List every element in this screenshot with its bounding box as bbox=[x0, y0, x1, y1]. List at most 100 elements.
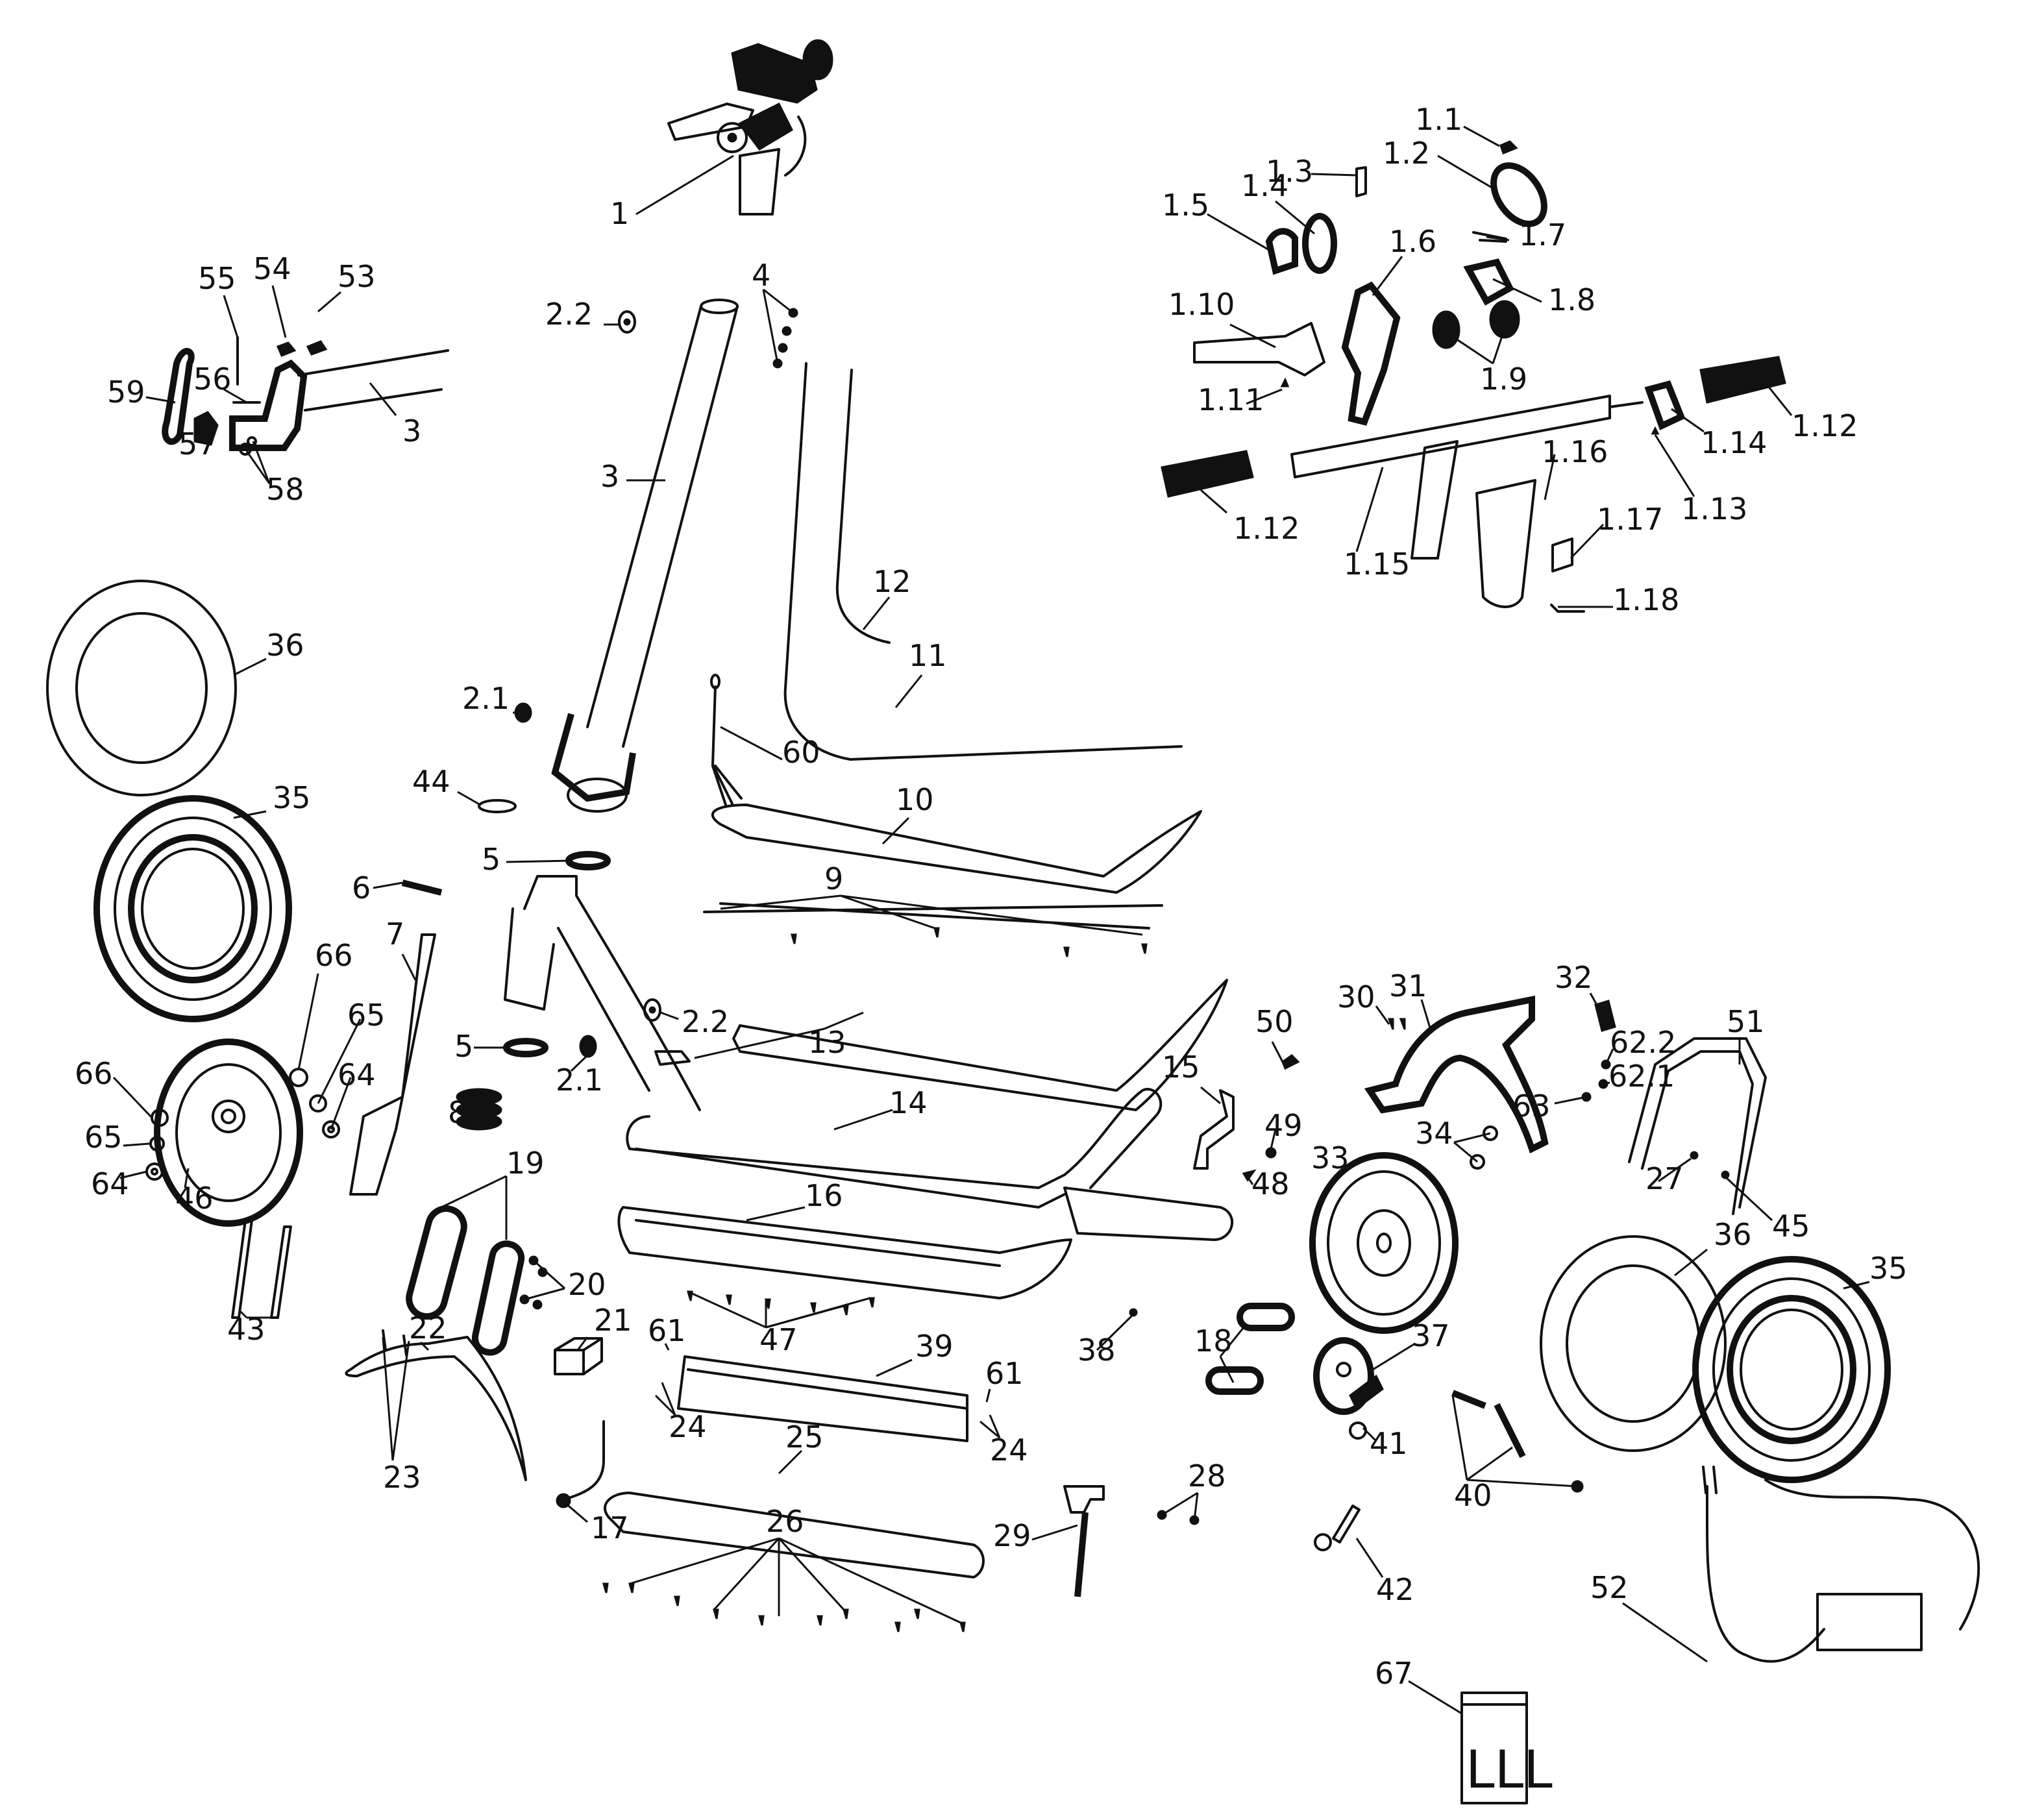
callout-60: 60 bbox=[720, 726, 820, 770]
callout-1-8: 1.8 bbox=[1492, 278, 1595, 317]
callout-1-10: 1.10 bbox=[1168, 287, 1276, 349]
callout-label: 49 bbox=[1264, 1108, 1303, 1143]
deck-mat-10-part bbox=[711, 804, 1202, 894]
callout-label: 48 bbox=[1251, 1166, 1290, 1201]
rear-stand-51-part bbox=[1628, 1037, 1767, 1215]
leader-line bbox=[1453, 1141, 1478, 1163]
callout-label: 1.4 bbox=[1241, 168, 1288, 203]
callout-1-1: 1.1 bbox=[1415, 102, 1500, 147]
leader-line bbox=[1492, 324, 1507, 364]
leader-line bbox=[145, 396, 176, 404]
leader-line bbox=[1622, 1602, 1708, 1663]
callout-label: 61 bbox=[648, 1313, 686, 1348]
callout-2-1a: 2.1 bbox=[462, 681, 519, 716]
callout-33: 33 bbox=[1311, 1140, 1351, 1176]
callout-label: 1.7 bbox=[1519, 217, 1566, 252]
spring-8-part bbox=[456, 1088, 502, 1131]
callout-1-12a: 1.12 bbox=[1200, 489, 1299, 546]
callout-label: 60 bbox=[782, 735, 820, 770]
manual-67-part: LLL bbox=[1460, 1691, 1553, 1804]
callout-label: 18 bbox=[1194, 1323, 1233, 1359]
callout-1-16: 1.16 bbox=[1542, 434, 1608, 500]
callout-26: 26 bbox=[629, 1504, 961, 1624]
callout-7: 7 bbox=[386, 916, 417, 981]
leader-line bbox=[271, 285, 287, 338]
callout-label: 8 bbox=[448, 1095, 467, 1130]
leader-line bbox=[1408, 1680, 1462, 1715]
callout-64a: 64 bbox=[91, 1166, 147, 1201]
bracket-15-part bbox=[1193, 1089, 1235, 1170]
callout-label: 1.12 bbox=[1792, 408, 1858, 443]
callout-label: 46 bbox=[175, 1181, 214, 1216]
callout-16: 16 bbox=[746, 1178, 843, 1222]
callout-label: 1.2 bbox=[1383, 136, 1430, 171]
kickstand-29-part bbox=[1063, 1485, 1105, 1597]
callout-label: 38 bbox=[1078, 1333, 1116, 1368]
callout-label: 34 bbox=[1415, 1116, 1453, 1151]
callout-23: 23 bbox=[382, 1336, 421, 1495]
callout-1-15: 1.15 bbox=[1344, 467, 1410, 582]
callout-label: 55 bbox=[198, 261, 236, 296]
leader-line bbox=[1355, 1538, 1384, 1578]
leader-line bbox=[762, 289, 779, 364]
callout-47: 47 bbox=[687, 1290, 870, 1357]
o-ring-44-part bbox=[478, 799, 517, 813]
leader-line bbox=[1603, 1081, 1610, 1085]
callout-51: 51 bbox=[1727, 1004, 1765, 1064]
callout-label: 2.2 bbox=[682, 1004, 729, 1039]
leader-line bbox=[635, 154, 734, 215]
leader-line bbox=[524, 1287, 565, 1301]
leader-line bbox=[1193, 1492, 1199, 1521]
callout-66b: 66 bbox=[297, 938, 353, 1070]
callout-label: 36 bbox=[266, 628, 304, 663]
brake-37-part bbox=[1313, 1337, 1384, 1415]
callout-label: 10 bbox=[896, 782, 934, 817]
callout-label: 35 bbox=[273, 780, 311, 815]
callout-1-4: 1.4 bbox=[1241, 168, 1315, 235]
callout-label: 24 bbox=[669, 1409, 707, 1444]
leader-line bbox=[193, 415, 206, 442]
tire-left-part bbox=[93, 795, 292, 1022]
callout-46: 46 bbox=[175, 1168, 214, 1216]
leader-line bbox=[112, 1076, 153, 1119]
callout-10: 10 bbox=[881, 782, 934, 845]
leader-line bbox=[824, 1011, 864, 1030]
callout-label: 62.1 bbox=[1608, 1059, 1675, 1094]
callout-label: 5 bbox=[454, 1029, 473, 1064]
tray-screws-47-part bbox=[687, 1290, 875, 1316]
leader-line bbox=[661, 1382, 676, 1416]
callout-58: 58 bbox=[245, 441, 304, 507]
callout-36a: 36 bbox=[233, 628, 304, 676]
frame-14-part bbox=[504, 875, 1233, 1241]
sensor-17-part bbox=[563, 1420, 605, 1501]
callout-62-1: 62.1 bbox=[1603, 1059, 1675, 1094]
callout-24a: 24 bbox=[654, 1382, 707, 1444]
callout-28: 28 bbox=[1161, 1458, 1226, 1521]
callout-label: 11 bbox=[909, 638, 947, 673]
leader-line bbox=[1219, 1356, 1235, 1383]
leader-line bbox=[1311, 173, 1357, 177]
leader-line bbox=[989, 1414, 1001, 1438]
battery-39-part bbox=[677, 1355, 968, 1442]
leader-line bbox=[1420, 999, 1433, 1033]
callout-label: 1.16 bbox=[1542, 434, 1608, 469]
leader-line bbox=[1466, 1479, 1578, 1488]
callout-52: 52 bbox=[1590, 1570, 1708, 1663]
callout-label: 4 bbox=[752, 258, 770, 293]
strips-43-part bbox=[231, 1219, 292, 1319]
leader-line bbox=[979, 1420, 1000, 1439]
front-fork-7-part bbox=[349, 933, 436, 1196]
callout-label: 47 bbox=[759, 1322, 798, 1357]
leader-line bbox=[1229, 323, 1276, 349]
leader-line bbox=[532, 1259, 566, 1290]
leader-line bbox=[576, 1336, 589, 1351]
leader-line bbox=[223, 295, 239, 338]
callout-label: 21 bbox=[594, 1303, 632, 1338]
leader-line bbox=[1764, 382, 1793, 416]
callout-label: 53 bbox=[338, 259, 376, 294]
callout-42: 42 bbox=[1355, 1538, 1414, 1607]
callout-label: 1.11 bbox=[1198, 382, 1264, 417]
bottom-cover-25-part bbox=[604, 1492, 985, 1579]
leader-line bbox=[694, 1027, 825, 1059]
